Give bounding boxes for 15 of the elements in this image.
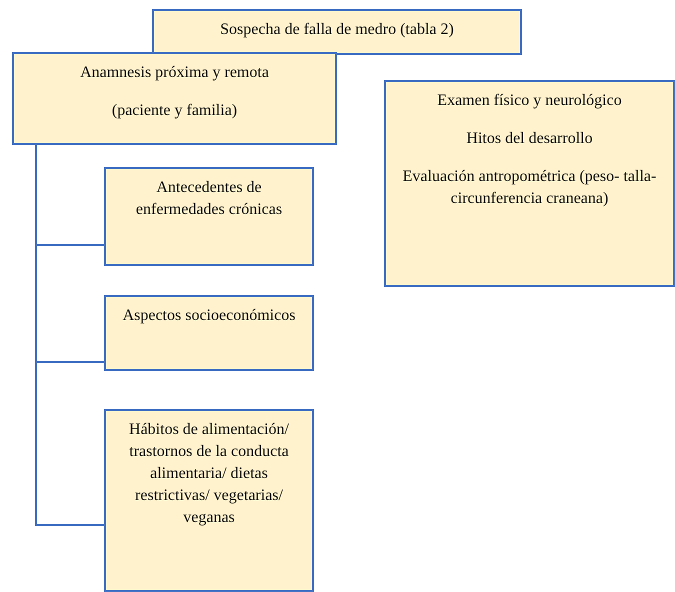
process-box <box>104 295 314 371</box>
box-text: Anamnesis próxima y remota <box>80 63 269 83</box>
process-box <box>104 167 314 266</box>
box-text: Hitos del desarrollo <box>466 129 593 149</box>
process-box <box>12 52 337 145</box>
process-box <box>384 80 675 287</box>
box-text: Sospecha de falla de medro (tabla 2) <box>220 20 454 40</box>
box-text: Antecedentes de enfermedades crónicas <box>134 178 284 220</box>
box-text: Examen físico y neurológico <box>437 91 622 111</box>
box-text: Hábitos de alimentación/ trastornos de la conducta alimentaria/ dietas restrictivas/ vegetarias/ veganas <box>128 420 290 528</box>
process-box <box>152 9 522 55</box>
process-box <box>104 409 314 592</box>
box-text: (paciente y familia) <box>112 101 238 121</box>
box-text: Aspectos socioeconómicos <box>122 306 296 326</box>
box-text: Evaluación antropométrica (peso- talla- circunferencia craneana) <box>402 167 658 209</box>
